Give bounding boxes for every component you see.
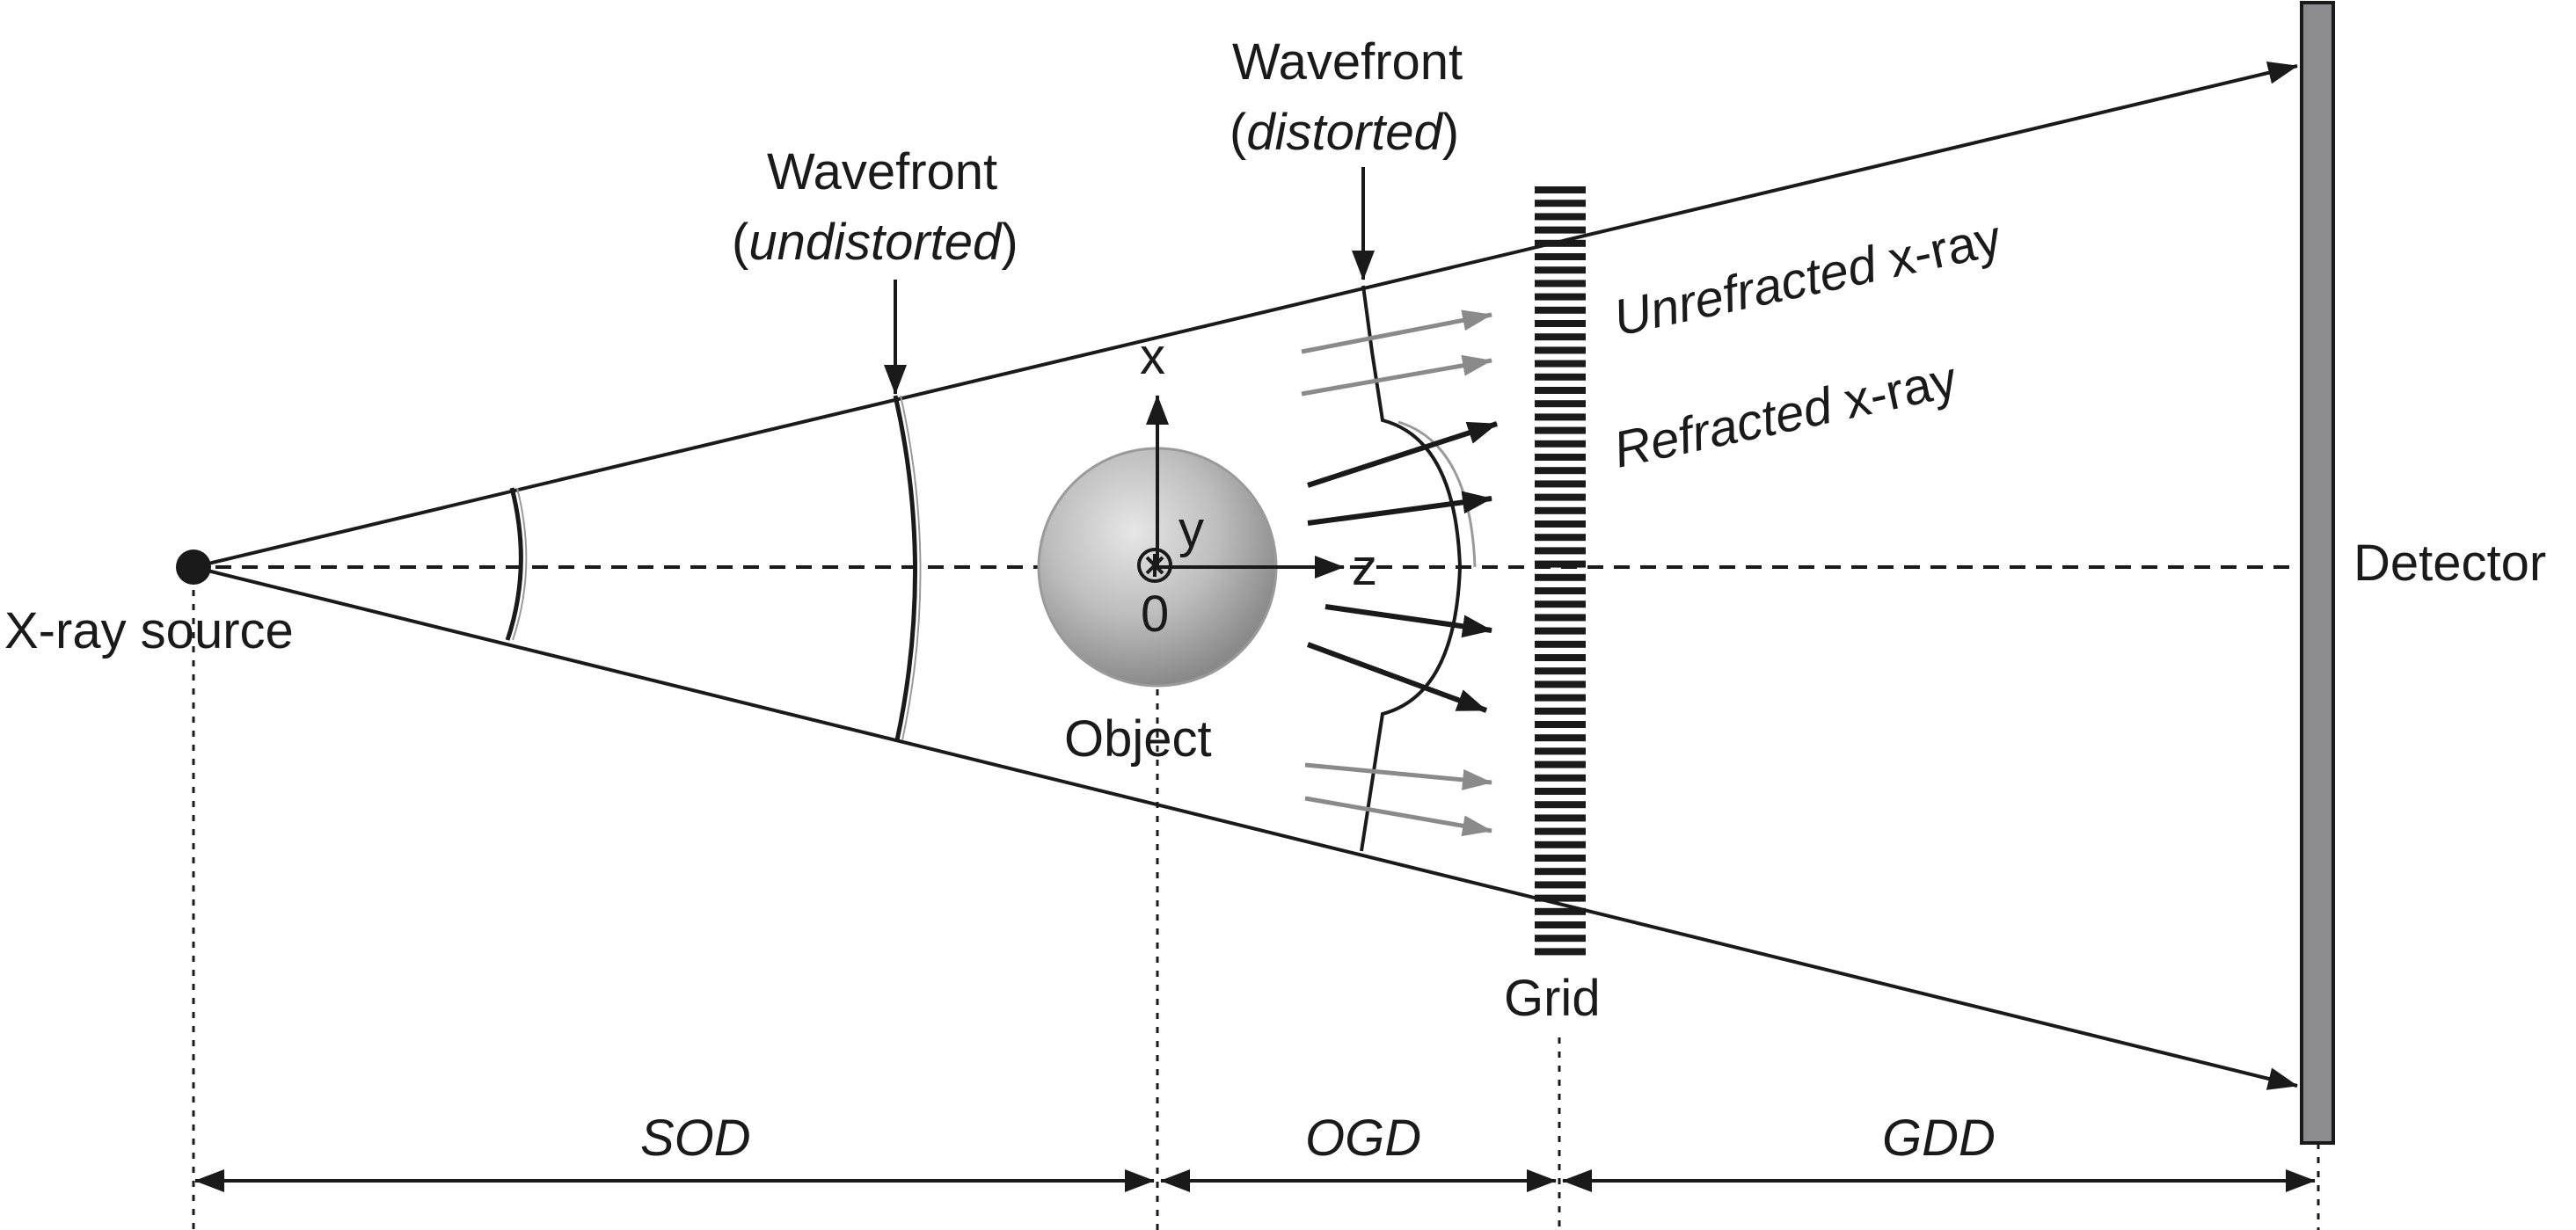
wavefront-undistorted-hl — [900, 395, 922, 741]
grating-grid — [1535, 186, 1586, 956]
grid-bar — [1535, 827, 1586, 835]
grid-bar — [1535, 855, 1586, 862]
wavefront-distorted — [1360, 285, 1463, 852]
grid-bar — [1535, 761, 1586, 768]
grid-bar — [1535, 721, 1586, 728]
grid-bar — [1535, 266, 1586, 274]
grid-bar — [1535, 881, 1586, 889]
y-axis-symbol-cross — [1145, 554, 1164, 577]
origin-label: 0 — [1141, 586, 1169, 643]
grid-bar — [1535, 587, 1586, 594]
grid-bar — [1535, 788, 1586, 795]
grid-bar — [1535, 640, 1586, 648]
grid-bar — [1535, 868, 1586, 876]
xray-source-point — [176, 549, 211, 585]
grid-bar — [1535, 467, 1586, 475]
grid-bar — [1535, 387, 1586, 394]
unrefracted-xray-label: Unrefracted x-ray — [1609, 209, 2006, 347]
grid-bar — [1535, 306, 1586, 314]
grid-bar — [1535, 654, 1586, 661]
grid-bar — [1535, 360, 1586, 368]
grid-bar — [1535, 426, 1586, 434]
grid-bar — [1535, 333, 1586, 341]
grid-bar — [1535, 614, 1586, 622]
grid-bar — [1535, 493, 1586, 501]
y-axis-label: y — [1179, 501, 1204, 558]
object-label: Object — [1064, 710, 1212, 768]
grid-bar — [1535, 921, 1586, 928]
detector-plate — [2300, 1, 2335, 1145]
grid-bar — [1535, 373, 1586, 381]
grid-bar — [1535, 841, 1586, 848]
grid-bar — [1535, 707, 1586, 715]
grid-bar — [1535, 440, 1586, 448]
detector-label: Detector — [2353, 535, 2546, 592]
grid-bar — [1535, 948, 1586, 956]
refracted-xray-label: Refracted x-ray — [1609, 351, 1961, 479]
wavefront-undistorted — [893, 395, 917, 741]
grid-bar — [1535, 213, 1586, 221]
grid-bar — [1535, 694, 1586, 702]
grid-bar — [1535, 346, 1586, 354]
grid-bar — [1535, 253, 1586, 260]
wavefront-undistorted-subtitle: (undistorted) — [732, 214, 1018, 271]
grid-bar — [1535, 747, 1586, 755]
xray-source-label: X-ray source — [4, 602, 294, 659]
grid-bar — [1535, 226, 1586, 234]
unrefracted-arrows — [1301, 309, 1492, 837]
beam-edge-lower — [193, 565, 2298, 1090]
wavefront-small — [505, 487, 523, 641]
grid-bar — [1535, 600, 1586, 608]
grid-bar — [1535, 400, 1586, 408]
ogd-label: OGD — [1305, 1110, 1421, 1167]
grid-bar — [1535, 935, 1586, 943]
grid-bar — [1535, 667, 1586, 675]
grid-bar — [1535, 681, 1586, 688]
grid-bar — [1535, 907, 1586, 915]
grid-bar — [1535, 734, 1586, 742]
refracted-arrows — [1306, 421, 1498, 713]
grid-bar — [1535, 454, 1586, 461]
grid-bar — [1535, 413, 1586, 421]
grid-bar — [1535, 573, 1586, 581]
wavefront-distorted-hl — [1397, 420, 1477, 568]
y-axis-symbol-ring — [1137, 548, 1172, 583]
beam-edge-upper — [193, 62, 2298, 569]
grid-bar — [1535, 560, 1586, 568]
gdd-label: GDD — [1882, 1110, 1996, 1167]
wavefront-distorted-subtitle: (distorted) — [1230, 104, 1459, 161]
grid-bar — [1535, 280, 1586, 287]
wavefront-distorted-title: Wavefront — [1232, 33, 1463, 91]
grid-bar — [1535, 547, 1586, 555]
grid-bar — [1535, 200, 1586, 207]
grid-bar — [1535, 814, 1586, 822]
grid-bar — [1535, 774, 1586, 782]
grid-bar — [1535, 320, 1586, 327]
grid-bar — [1535, 801, 1586, 809]
sod-label: SOD — [640, 1110, 751, 1167]
grid-label: Grid — [1504, 970, 1601, 1027]
grid-bar — [1535, 480, 1586, 488]
z-axis-label: z — [1352, 539, 1377, 596]
wavefront-undistorted-title: Wavefront — [767, 143, 997, 200]
grid-bar — [1535, 894, 1586, 902]
grid-bar — [1535, 534, 1586, 542]
grid-bar — [1535, 506, 1586, 514]
grid-bar — [1535, 520, 1586, 528]
grid-bar — [1535, 239, 1586, 247]
x-axis-label: x — [1140, 328, 1165, 385]
wavefront-small-hl — [512, 487, 528, 641]
grid-bar — [1535, 186, 1586, 193]
grid-bar — [1535, 293, 1586, 301]
grid-bar — [1535, 627, 1586, 635]
